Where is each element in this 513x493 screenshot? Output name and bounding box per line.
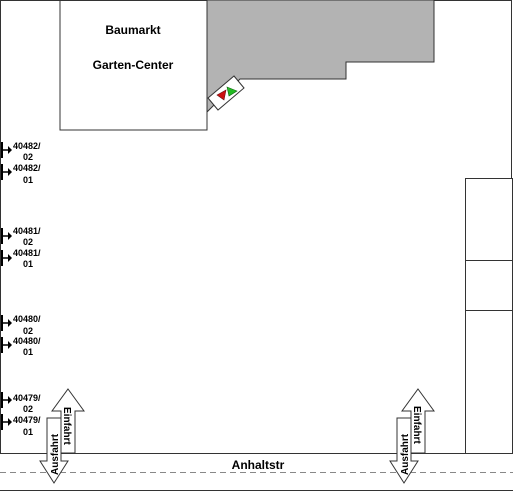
- arrow-head-icon: [8, 418, 12, 426]
- marker-label: 02: [23, 152, 33, 162]
- parking-marker-4048102: 40481/ 02: [1, 226, 41, 247]
- marker-label: 40480/: [13, 336, 41, 346]
- arrow-head-icon: [8, 168, 12, 176]
- arrow-head-icon: [8, 146, 12, 154]
- marker-label: 02: [23, 404, 33, 414]
- marker-label: 01: [23, 259, 33, 269]
- exit-label: Ausfahrt: [400, 433, 411, 475]
- marker-label: 40481/: [13, 248, 41, 258]
- arrow-head-icon: [8, 341, 12, 349]
- marker-label: 02: [23, 237, 33, 247]
- entry-label: Einfahrt: [61, 407, 72, 445]
- marker-label: 40482/: [13, 141, 41, 151]
- hall-building: [206, 0, 435, 114]
- parking-marker-4048201: 40482/ 01: [1, 163, 41, 185]
- marker-label: 40482/: [13, 163, 41, 173]
- arrow-head-icon: [8, 232, 12, 240]
- entrance-left: Einfahrt Ausfahrt: [39, 388, 85, 484]
- marker-label: 01: [23, 347, 33, 357]
- parking-marker-4048101: 40481/ 01: [1, 248, 41, 269]
- exit-arrow-icon: [39, 417, 69, 484]
- red-arrow-icon: [216, 89, 227, 101]
- green-arrow-icon: [226, 86, 238, 97]
- main-building: [59, 0, 208, 131]
- parking-marker-4048202: 40482/ 02: [1, 141, 41, 162]
- exit-arrow-icon: [389, 417, 419, 484]
- exit-label: Ausfahrt: [50, 433, 61, 475]
- marker-label: 40481/: [13, 226, 41, 236]
- marker-label: 40480/: [13, 314, 41, 324]
- building-door: [207, 75, 245, 111]
- arrow-head-icon: [8, 319, 12, 327]
- entry-arrow-icon: [401, 388, 435, 454]
- parking-marker-4048001: 40480/ 01: [1, 336, 41, 357]
- parking-marker-4047902: 40479/ 02: [1, 392, 41, 414]
- marker-label: 40479/: [13, 393, 41, 403]
- parking-marker-4048002: 40480/ 02: [1, 314, 41, 336]
- parking-marker-4047901: 40479/ 01: [1, 414, 41, 437]
- right-structures: [465, 178, 513, 454]
- marker-label: 40479/: [13, 415, 41, 425]
- marker-label: 01: [23, 175, 33, 185]
- marker-label: 01: [23, 427, 33, 437]
- arrow-head-icon: [8, 396, 12, 404]
- entry-label: Einfahrt: [411, 406, 422, 444]
- building-name-line1: Baumarkt: [105, 23, 160, 37]
- entry-arrow-icon: [51, 388, 85, 454]
- arrow-head-icon: [8, 254, 12, 262]
- entrance-right: Einfahrt Ausfahrt: [389, 388, 435, 484]
- street-name: Anhaltstr: [232, 458, 285, 472]
- right-structure: [465, 178, 513, 454]
- door-frame: [207, 75, 245, 111]
- marker-label: 02: [23, 326, 33, 336]
- building-name-line2: Garten-Center: [93, 58, 174, 72]
